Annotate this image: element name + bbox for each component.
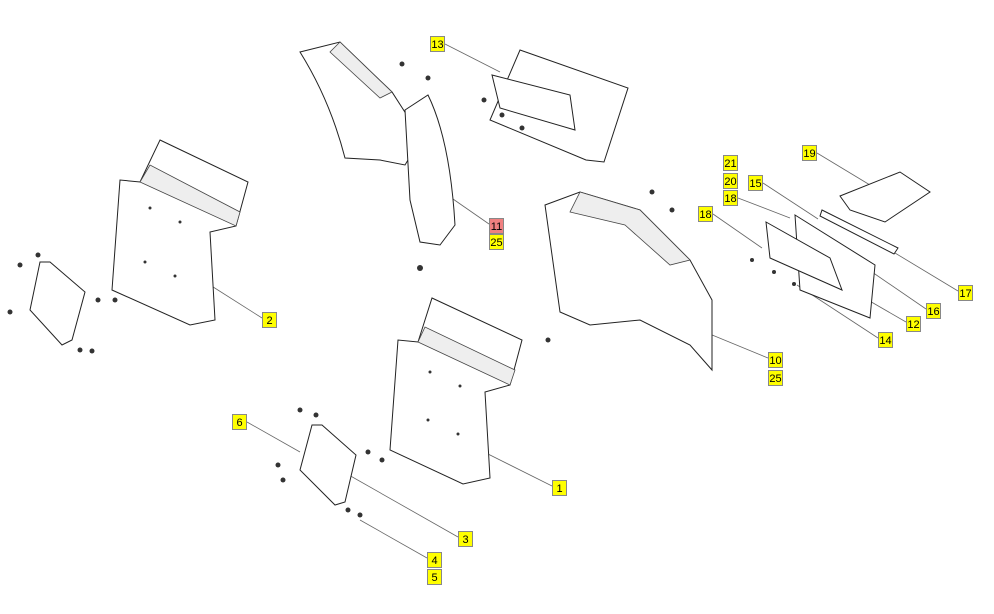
bracket-3 <box>275 407 385 518</box>
callout-18[interactable]: 18 <box>723 190 738 206</box>
callout-11-highlighted[interactable]: 11 <box>489 218 504 234</box>
callout-5[interactable]: 5 <box>427 569 442 585</box>
mudflap-2 <box>111 139 249 326</box>
callout-18[interactable]: 18 <box>698 206 713 222</box>
bracket-left <box>7 252 118 354</box>
callout-10[interactable]: 10 <box>768 352 783 368</box>
fender-half-11 <box>299 41 456 271</box>
leader-lines <box>209 43 959 559</box>
bracket-13 <box>399 49 629 163</box>
callout-21[interactable]: 21 <box>723 155 738 171</box>
callout-12[interactable]: 12 <box>906 316 921 332</box>
callout-2[interactable]: 2 <box>262 312 277 328</box>
callout-4[interactable]: 4 <box>427 552 442 568</box>
callout-15[interactable]: 15 <box>748 175 763 191</box>
callout-17[interactable]: 17 <box>958 285 973 301</box>
callout-6[interactable]: 6 <box>232 414 247 430</box>
callout-16[interactable]: 16 <box>926 303 941 319</box>
callout-25[interactable]: 25 <box>489 234 504 250</box>
mudflap-1 <box>389 297 523 485</box>
callout-3[interactable]: 3 <box>458 531 473 547</box>
callout-1[interactable]: 1 <box>552 480 567 496</box>
callout-20[interactable]: 20 <box>723 173 738 189</box>
fender-half-10 <box>544 189 713 372</box>
callout-19[interactable]: 19 <box>802 145 817 161</box>
callout-13[interactable]: 13 <box>430 36 445 52</box>
mount-plates <box>750 171 931 319</box>
callout-25[interactable]: 25 <box>768 370 783 386</box>
callout-14[interactable]: 14 <box>878 332 893 348</box>
